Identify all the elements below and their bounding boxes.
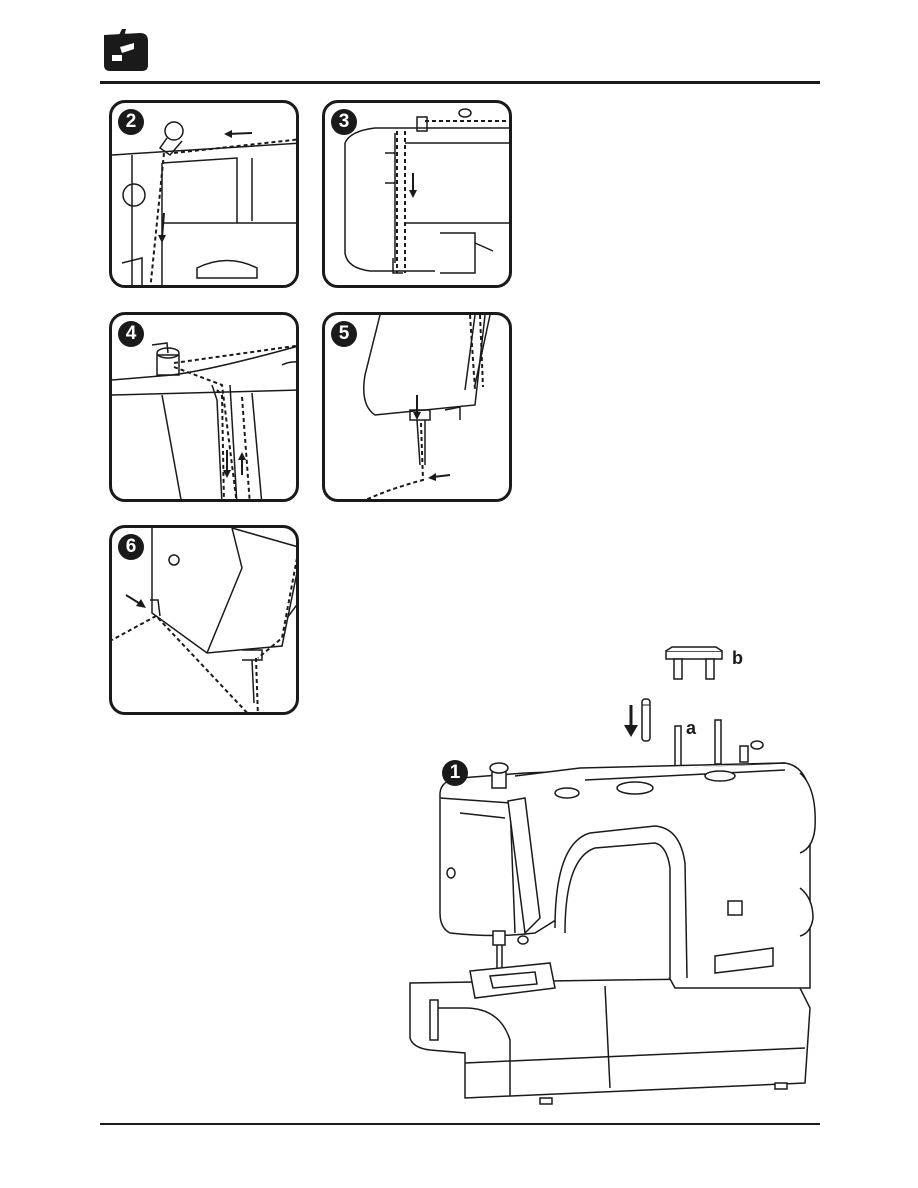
step-2-panel: 2 (109, 100, 299, 288)
step-2-badge: 2 (118, 109, 144, 135)
step-5-badge: 5 (331, 321, 357, 347)
step-6-panel: 6 (109, 525, 299, 715)
step-1-badge: 1 (442, 760, 468, 786)
sewing-machine-illustration (405, 718, 825, 1108)
sewing-machine-icon (100, 25, 152, 73)
step-3-panel: 3 (322, 100, 512, 288)
step-6-badge: 6 (118, 534, 144, 560)
label-b: b (732, 648, 743, 669)
step-4-badge: 4 (118, 321, 144, 347)
header-rule (100, 81, 820, 84)
spool-pin-holder-illustration (664, 645, 724, 681)
step-3-badge: 3 (331, 109, 357, 135)
footer-rule (100, 1123, 820, 1125)
step-5-panel: 5 (322, 312, 512, 502)
step-4-panel: 4 (109, 312, 299, 502)
